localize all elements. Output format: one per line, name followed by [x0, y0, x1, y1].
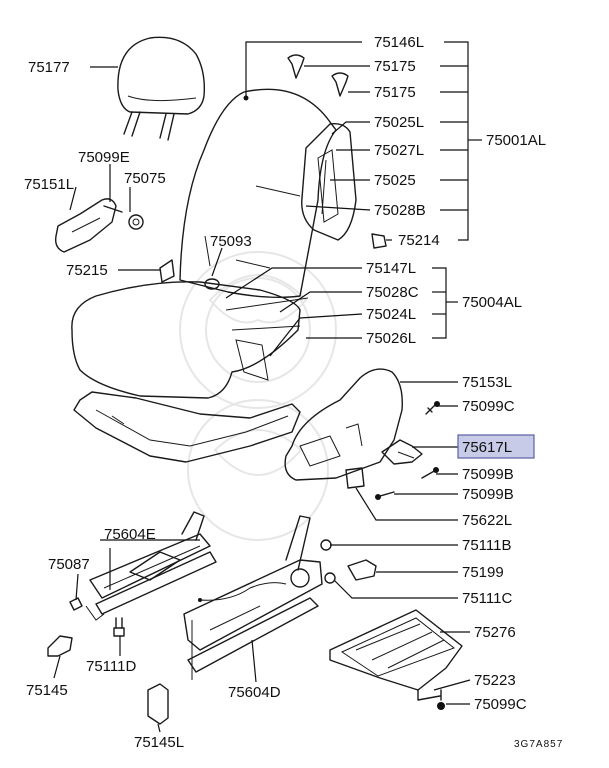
label-75001al[interactable]: 75001AL — [486, 132, 546, 149]
label-75004al[interactable]: 75004AL — [462, 294, 522, 311]
screw-75099b-upper[interactable] — [421, 467, 439, 479]
nut-75075[interactable] — [128, 214, 144, 230]
headrest[interactable] — [117, 36, 206, 141]
cover-75145l[interactable] — [147, 683, 169, 725]
watermark-emblem — [179, 251, 337, 541]
label-75617l-highlight — [457, 434, 535, 459]
label-75146l[interactable]: 75146L — [374, 34, 424, 51]
label-75223[interactable]: 75223 — [474, 672, 516, 689]
label-75027l[interactable]: 75027L — [374, 142, 424, 159]
leader-lines — [53, 41, 482, 733]
label-75276[interactable]: 75276 — [474, 624, 516, 641]
label-75075[interactable]: 75075 — [124, 170, 166, 187]
bolt-75111b[interactable] — [320, 539, 332, 551]
label-75099b-lower[interactable]: 75099B — [462, 486, 514, 503]
cushion-frame[interactable] — [73, 391, 301, 463]
bolt-75111c[interactable] — [324, 572, 336, 584]
bolt-75111d[interactable] — [113, 617, 125, 637]
label-75026l[interactable]: 75026L — [366, 330, 416, 347]
label-75145l[interactable]: 75145L — [134, 734, 184, 751]
side-shield[interactable] — [284, 368, 403, 481]
label-75177[interactable]: 75177 — [28, 59, 70, 76]
label-75215[interactable]: 75215 — [66, 262, 108, 279]
label-75111b[interactable]: 75111B — [462, 537, 512, 554]
label-75145[interactable]: 75145 — [26, 682, 68, 699]
seat-back-frame[interactable] — [301, 122, 357, 241]
label-75025[interactable]: 75025 — [374, 172, 416, 189]
clip-75175-lower[interactable] — [331, 72, 349, 97]
seat-back[interactable] — [179, 88, 337, 299]
label-75028c[interactable]: 75028C — [366, 284, 419, 301]
bracket-75151l[interactable] — [54, 198, 123, 253]
label-75604e[interactable]: 75604E — [104, 526, 156, 543]
label-75025l[interactable]: 75025L — [374, 114, 424, 131]
label-75028b[interactable]: 75028B — [374, 202, 426, 219]
adjuster-75604d[interactable] — [183, 515, 323, 680]
label-75622l[interactable]: 75622L — [462, 512, 512, 529]
label-75111c[interactable]: 75111C — [462, 590, 512, 607]
label-75617l[interactable]: 75617L — [462, 439, 512, 456]
label-75175-a[interactable]: 75175 — [374, 58, 416, 75]
label-75099b-upper[interactable]: 75099B — [462, 466, 514, 483]
screw-75099c-upper[interactable] — [425, 401, 440, 415]
label-75153l[interactable]: 75153L — [462, 374, 512, 391]
label-75175-b[interactable]: 75175 — [374, 84, 416, 101]
label-75604d[interactable]: 75604D — [228, 684, 281, 701]
spacer-75093[interactable] — [204, 278, 220, 290]
cover-75622l[interactable] — [345, 467, 365, 489]
label-75147l[interactable]: 75147L — [366, 260, 416, 277]
label-75151l[interactable]: 75151L — [24, 176, 74, 193]
adjuster-75604e[interactable] — [85, 511, 217, 621]
tray-75276[interactable] — [329, 609, 463, 701]
label-75099c-upper[interactable]: 75099C — [462, 398, 515, 415]
label-75214[interactable]: 75214 — [398, 232, 440, 249]
screw-75099c-lower[interactable] — [437, 689, 445, 710]
clip-75215[interactable] — [159, 259, 175, 283]
bracket-75199[interactable] — [347, 559, 377, 581]
clip-75175-upper[interactable] — [287, 54, 305, 79]
part-labels: 75177 75099E 75075 75151L 75093 75215 75… — [24, 34, 563, 751]
clip-75214[interactable] — [371, 233, 387, 249]
cover-75145[interactable] — [47, 635, 73, 657]
label-75099c-lower[interactable]: 75099C — [474, 696, 527, 713]
label-75087[interactable]: 75087 — [48, 556, 90, 573]
diagram-code: 3G7A857 — [514, 739, 563, 750]
screw-75099b-lower[interactable] — [375, 491, 395, 500]
label-75093[interactable]: 75093 — [210, 233, 252, 250]
label-75199[interactable]: 75199 — [462, 564, 504, 581]
recline-knob[interactable] — [381, 439, 423, 465]
label-75024l[interactable]: 75024L — [366, 306, 416, 323]
label-75111d[interactable]: 75111D — [86, 658, 136, 675]
nut-75087[interactable] — [69, 597, 83, 611]
label-75099e[interactable]: 75099E — [78, 149, 130, 166]
